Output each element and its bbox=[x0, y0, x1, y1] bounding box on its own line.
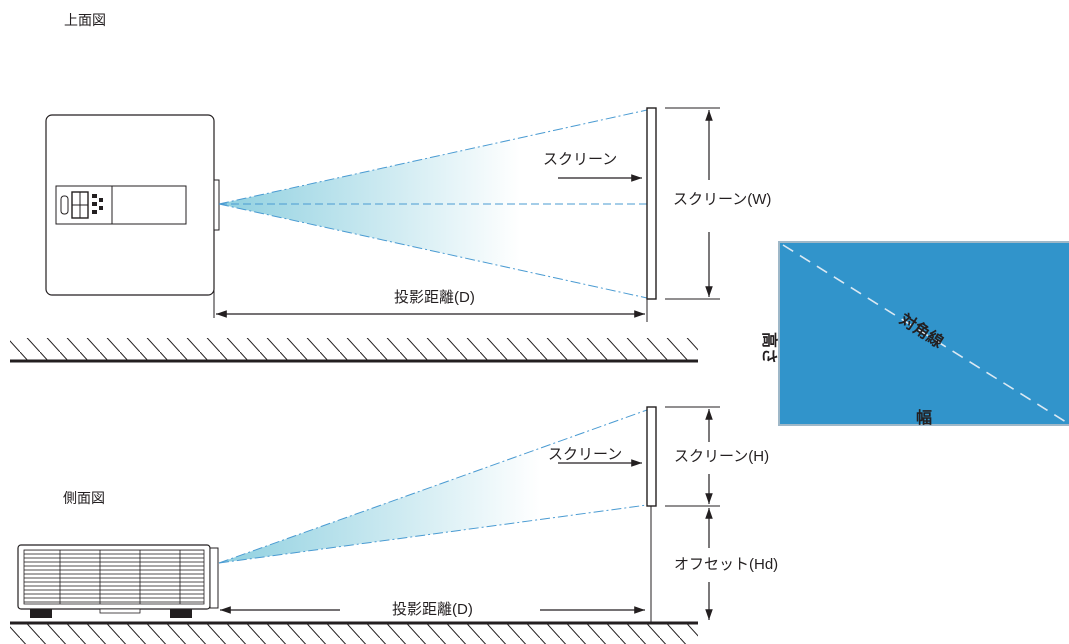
top-view-title: 上面図 bbox=[64, 12, 106, 28]
screen-side-view bbox=[646, 406, 657, 507]
screen-dimension-panel bbox=[778, 241, 1069, 426]
projector-top-view bbox=[45, 114, 220, 318]
diagonal-line bbox=[782, 244, 1067, 423]
top-view bbox=[10, 107, 720, 363]
projector-side-view bbox=[17, 544, 219, 618]
side-distance-label: 投影距離(D) bbox=[392, 601, 473, 618]
side-view bbox=[10, 406, 720, 644]
top-screen-label: スクリーン bbox=[543, 151, 618, 168]
side-view-title: 側面図 bbox=[63, 490, 105, 506]
top-screen-width-label: スクリーン(W) bbox=[673, 191, 772, 208]
floor-hatch-side bbox=[10, 624, 698, 644]
screen-top-view bbox=[646, 107, 657, 300]
panel-height-label: 高さ bbox=[760, 331, 778, 365]
projection-beam-top bbox=[219, 110, 647, 298]
panel-width-label: 幅 bbox=[916, 410, 933, 427]
side-screen-height-label: スクリーン(H) bbox=[674, 448, 770, 465]
side-offset-label: オフセット(Hd) bbox=[674, 556, 779, 573]
floor-hatch-top bbox=[10, 338, 698, 360]
side-screen-label: スクリーン bbox=[548, 446, 623, 463]
top-distance-label: 投影距離(D) bbox=[394, 289, 475, 306]
